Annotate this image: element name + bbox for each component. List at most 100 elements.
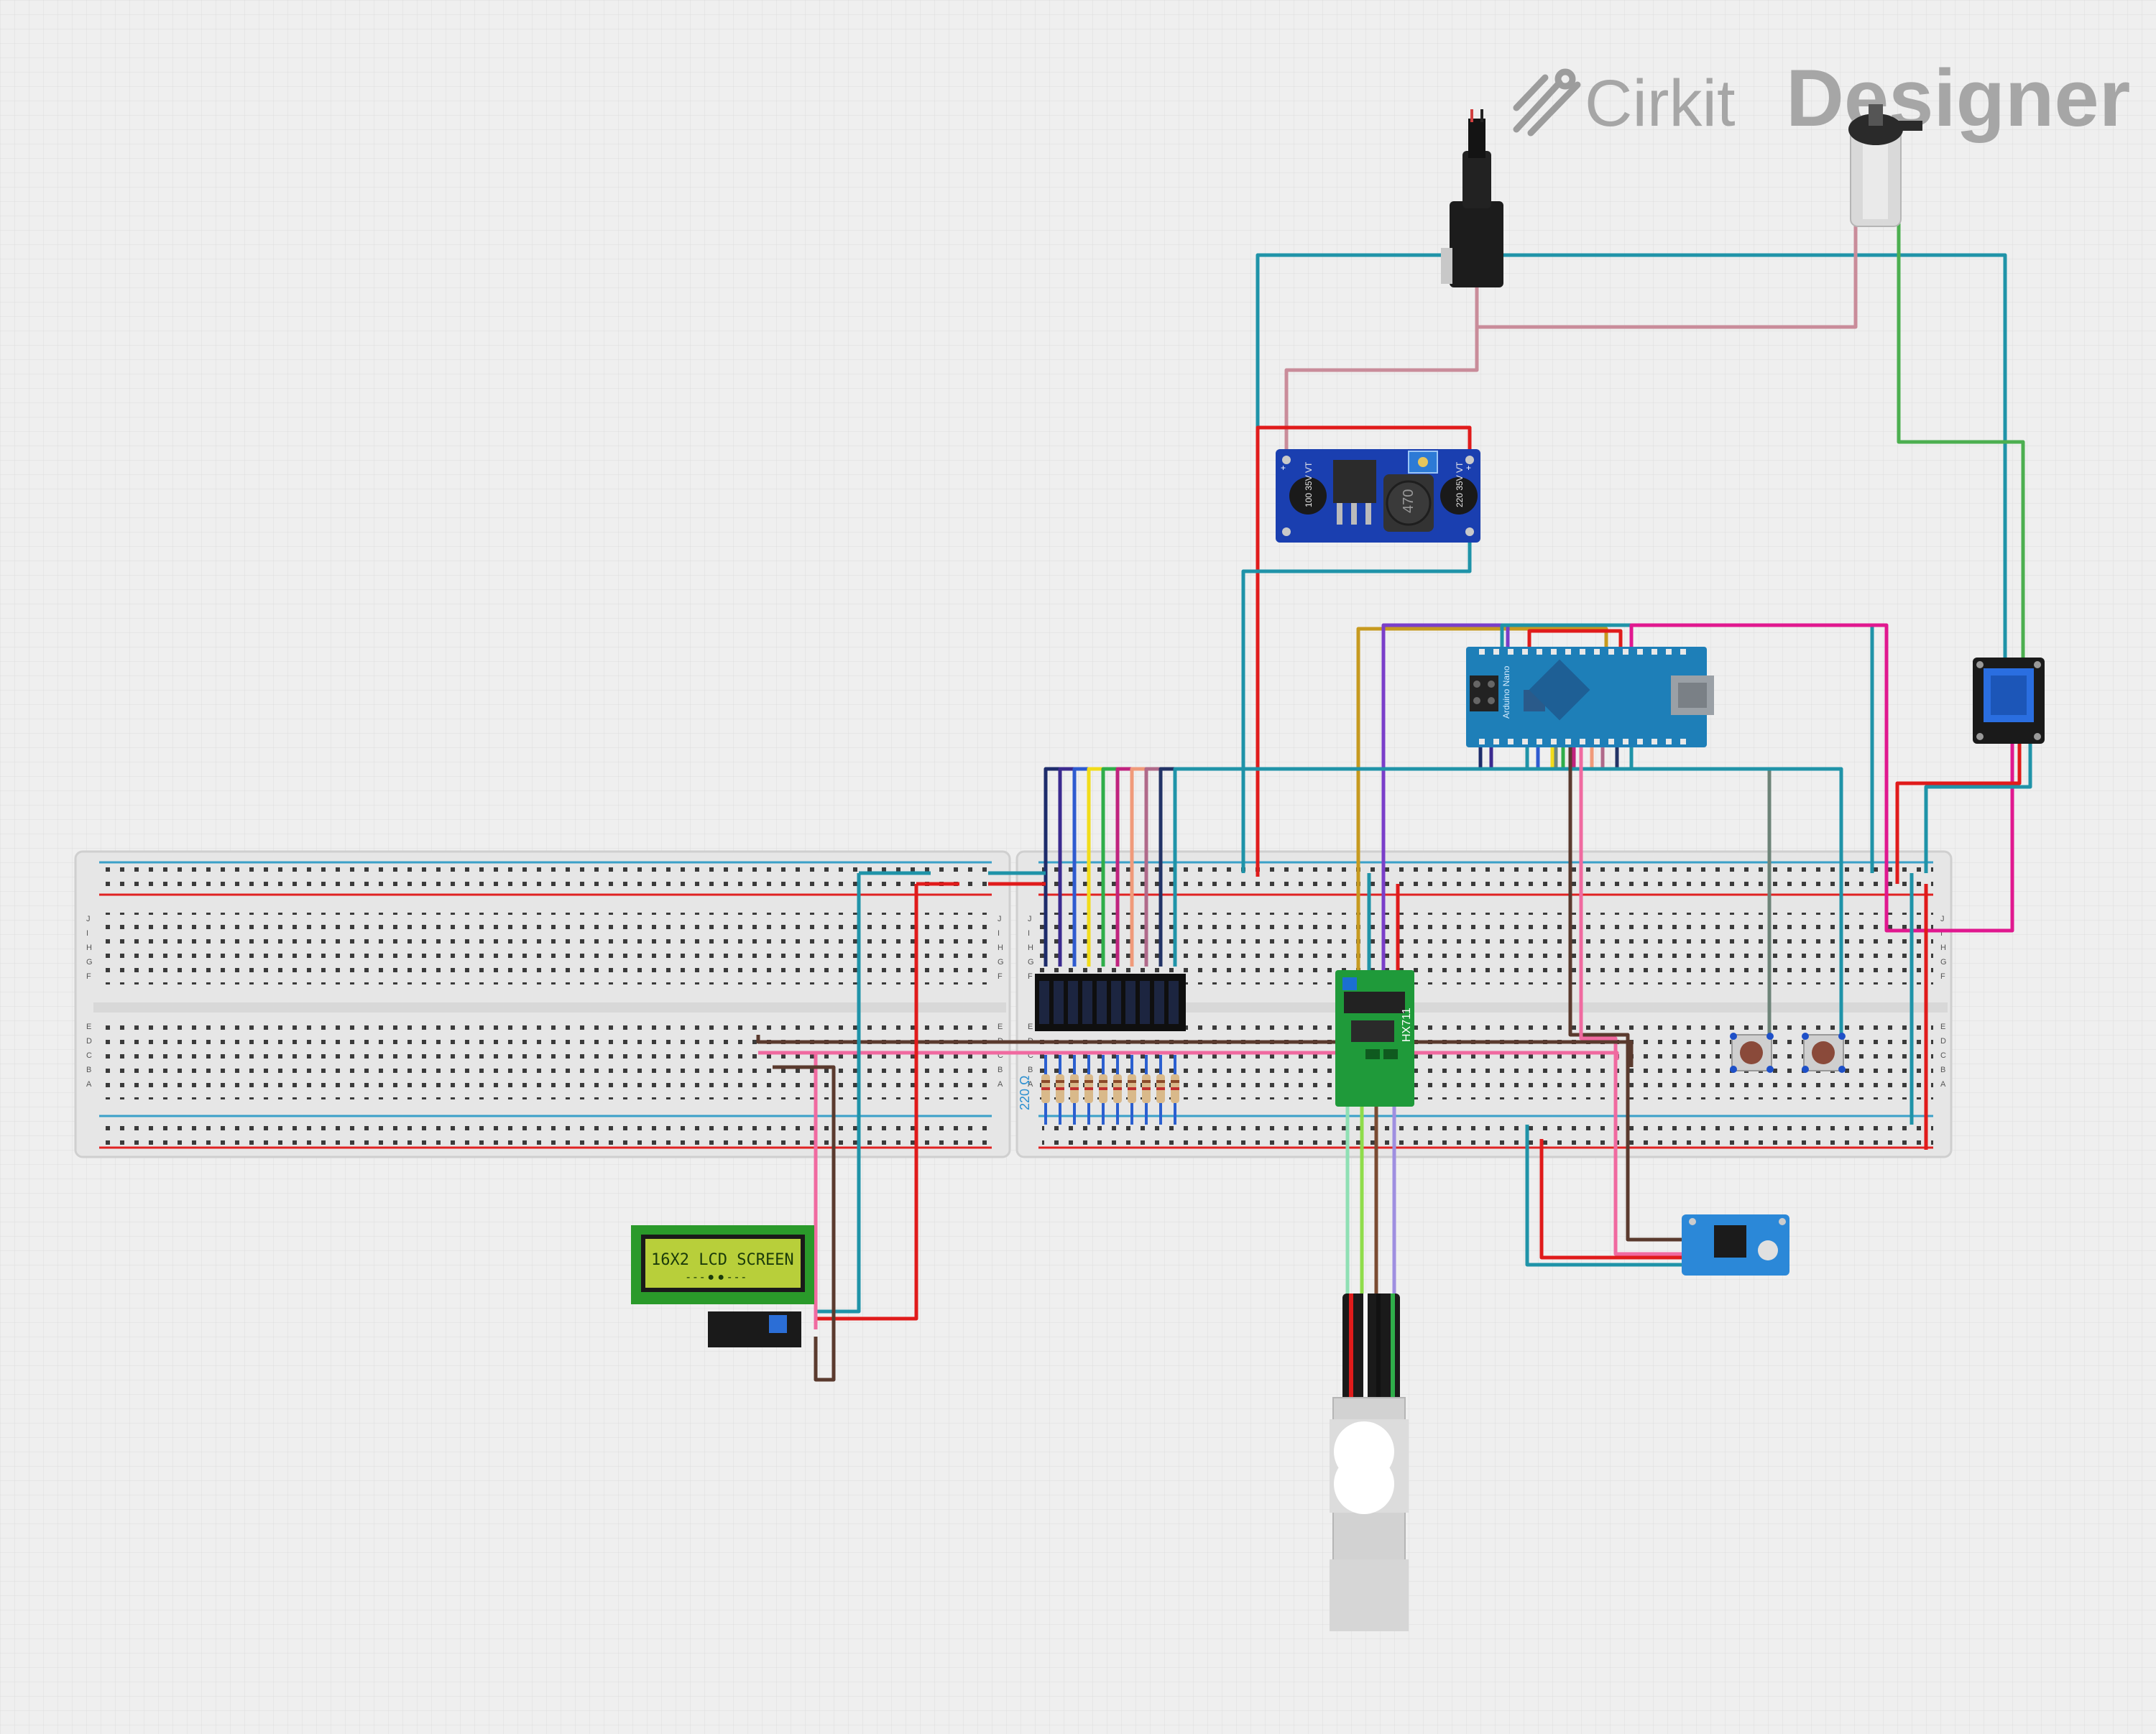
nano-pin[interactable] [1651, 649, 1657, 655]
nano-pin[interactable] [1608, 739, 1614, 744]
led-segments [1039, 981, 1179, 1024]
wire-teal-relay [1924, 744, 2032, 873]
arduino-label: Arduino Nano [1501, 665, 1511, 719]
row-letter: E [998, 1023, 1003, 1031]
row-letter: E [86, 1023, 91, 1031]
row-letter: I [86, 929, 88, 938]
nano-pin[interactable] [1680, 649, 1686, 655]
row-letter: D [86, 1037, 92, 1046]
wire-red-buck [1256, 425, 1472, 877]
nano-pin[interactable] [1551, 649, 1557, 655]
row-letter: G [1940, 958, 1947, 967]
row-letter: H [998, 944, 1003, 952]
rtc-module[interactable] [1682, 1214, 1789, 1276]
wire-brown-long [756, 1035, 1634, 1067]
nano-pin[interactable] [1651, 739, 1657, 744]
lcd-display[interactable]: 16X2 LCD SCREEN - - - ● ● - - - [631, 1225, 814, 1347]
wire-pink-lcd [758, 1051, 818, 1329]
nano-pin[interactable] [1580, 649, 1585, 655]
nano-pin[interactable] [1508, 739, 1514, 744]
row-letter: J [86, 915, 91, 923]
row-letter: I [1028, 929, 1030, 938]
push-button-1[interactable] [1730, 1033, 1774, 1073]
relay-module[interactable] [1973, 658, 2045, 744]
wire-red-relay [1895, 744, 2022, 884]
row-letter: J [998, 915, 1002, 923]
row-letter: H [1028, 944, 1033, 952]
resistor-band [1171, 1087, 1179, 1090]
hx711-amplifier[interactable]: HX711 [1335, 970, 1414, 1107]
nano-pin[interactable] [1637, 649, 1643, 655]
wire-magenta-arduino [1629, 623, 2014, 933]
nano-pin[interactable] [1637, 739, 1643, 744]
row-letter: F [86, 972, 91, 981]
breadboard-right [1015, 850, 1953, 1158]
nano-pin[interactable] [1594, 739, 1600, 744]
buck-converter[interactable]: 100 35V VT 470 220 35V VT + + [1276, 449, 1480, 543]
resistor-band [1056, 1087, 1064, 1090]
led-bar-graph[interactable] [1035, 974, 1186, 1031]
led-segment [1082, 981, 1092, 1024]
wire-red-lcd [816, 884, 918, 1321]
resistor-band [1171, 1080, 1179, 1083]
nano-pin[interactable] [1565, 739, 1571, 744]
resistor-band [1056, 1080, 1064, 1083]
row-letter: A [86, 1080, 92, 1089]
wire-teal-buck [1241, 539, 1472, 873]
cirkit-logo: Cirkit Designer [1513, 53, 2130, 143]
nano-pin[interactable] [1623, 649, 1628, 655]
nano-pin[interactable] [1623, 739, 1628, 744]
nano-pin[interactable] [1493, 739, 1499, 744]
row-letter: B [1940, 1066, 1945, 1074]
wire-pink-rtc [1579, 744, 1685, 1256]
resistor-band [1099, 1087, 1107, 1090]
wire-brown-rtc [1568, 744, 1685, 1242]
wire-gold-arduino [1356, 627, 1608, 873]
lcd-screen-line2: - - - ● ● - - - [686, 1271, 745, 1283]
nano-pin[interactable] [1537, 739, 1542, 744]
led-segment [1140, 981, 1150, 1024]
row-letter: I [998, 929, 1000, 938]
lcd-screen-text: 16X2 LCD SCREEN [651, 1251, 794, 1269]
nano-pin[interactable] [1522, 649, 1528, 655]
nano-pin[interactable] [1680, 739, 1686, 744]
resistor-band [1142, 1087, 1151, 1090]
load-cell[interactable] [1330, 1293, 1409, 1631]
row-letter: F [998, 972, 1003, 981]
nano-pin[interactable] [1479, 649, 1485, 655]
row-letter: A [998, 1080, 1003, 1089]
resistor-array[interactable] [1041, 1055, 1179, 1125]
push-button-2[interactable] [1802, 1033, 1846, 1073]
resistor-label: 220 Ω [1018, 1076, 1032, 1111]
wire-brown-lcd [773, 1065, 836, 1382]
nano-pin[interactable] [1522, 739, 1528, 744]
nano-pin[interactable] [1551, 739, 1557, 744]
nano-pin[interactable] [1608, 649, 1614, 655]
row-letter: H [1940, 944, 1946, 952]
wire-red-rtc [1539, 1139, 1685, 1260]
motor[interactable] [1848, 104, 1922, 227]
row-letter: H [86, 944, 92, 952]
led-segment [1054, 981, 1064, 1024]
nano-pin[interactable] [1508, 649, 1514, 655]
resistor-band [1070, 1080, 1079, 1083]
nano-pin[interactable] [1537, 649, 1542, 655]
row-letter: F [1028, 972, 1033, 981]
arduino-nano[interactable]: Arduino Nano [1466, 647, 1714, 747]
nano-pin[interactable] [1493, 649, 1499, 655]
led-segment [1154, 981, 1164, 1024]
row-letter: J [1028, 915, 1032, 923]
buck-inductor-label: 470 [1401, 489, 1416, 513]
row-letter: B [998, 1066, 1003, 1074]
nano-pin[interactable] [1580, 739, 1585, 744]
nano-pin[interactable] [1594, 649, 1600, 655]
nano-pin[interactable] [1666, 739, 1672, 744]
nano-pin[interactable] [1479, 739, 1485, 744]
dc-power-jack[interactable] [1441, 109, 1503, 287]
row-letter: E [1940, 1023, 1945, 1031]
nano-pin[interactable] [1565, 649, 1571, 655]
nano-pin[interactable] [1666, 649, 1672, 655]
led-segment [1039, 981, 1049, 1024]
buck-plus-left: + [1281, 463, 1286, 473]
